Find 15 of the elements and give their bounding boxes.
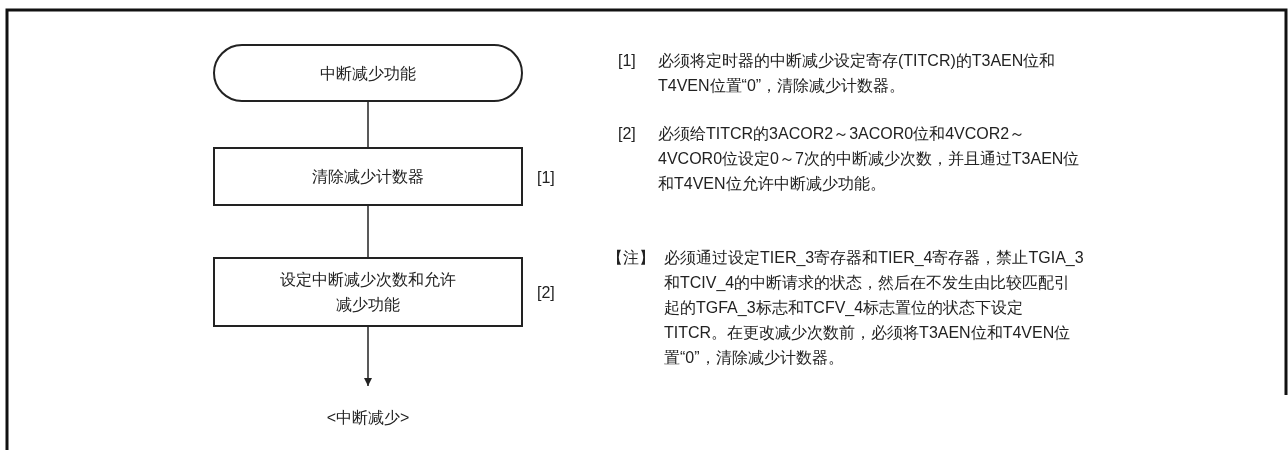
process-box: 设定中断减少次数和允许减少功能: [213, 257, 523, 327]
step-number: [1]: [537, 167, 555, 188]
connector-line: [367, 101, 369, 148]
connector-line: [367, 205, 369, 258]
note-text: 必须通过设定TIER_3寄存器和TIER_4寄存器，禁止TGIA_3和TCIV_4的中断请求的状态，然后在不发生由比较匹配引起的TGFA_3标志和TCFV_4标志置位的状态下设定TITCR。在更改减少次数前，必须将T3AEN位和T4VEN位置“0”，清除减少计数器。: [664, 248, 1085, 368]
note-mark: 【注】: [607, 248, 655, 268]
process-box: 清除减少计数器: [213, 147, 523, 206]
note-text: 必须给TITCR的3ACOR2～3ACOR0位和4VCOR2～4VCOR0位设定0～7次的中断减少次数，并且通过T3AEN位和T4VEN位允许中断减少功能。: [658, 124, 1081, 194]
arrow: [364, 326, 372, 387]
note-text: 必须将定时器的中断减少设定寄存(TITCR)的T3AEN位和T4VEN位置“0”，清除减少计数器。: [658, 51, 1057, 96]
terminator-shape: 中断减少功能: [213, 44, 523, 102]
note-number: [1]: [618, 51, 636, 71]
note-number: [2]: [618, 124, 636, 144]
step-number: [2]: [537, 283, 555, 303]
end-label: <中断减少>: [288, 386, 448, 434]
